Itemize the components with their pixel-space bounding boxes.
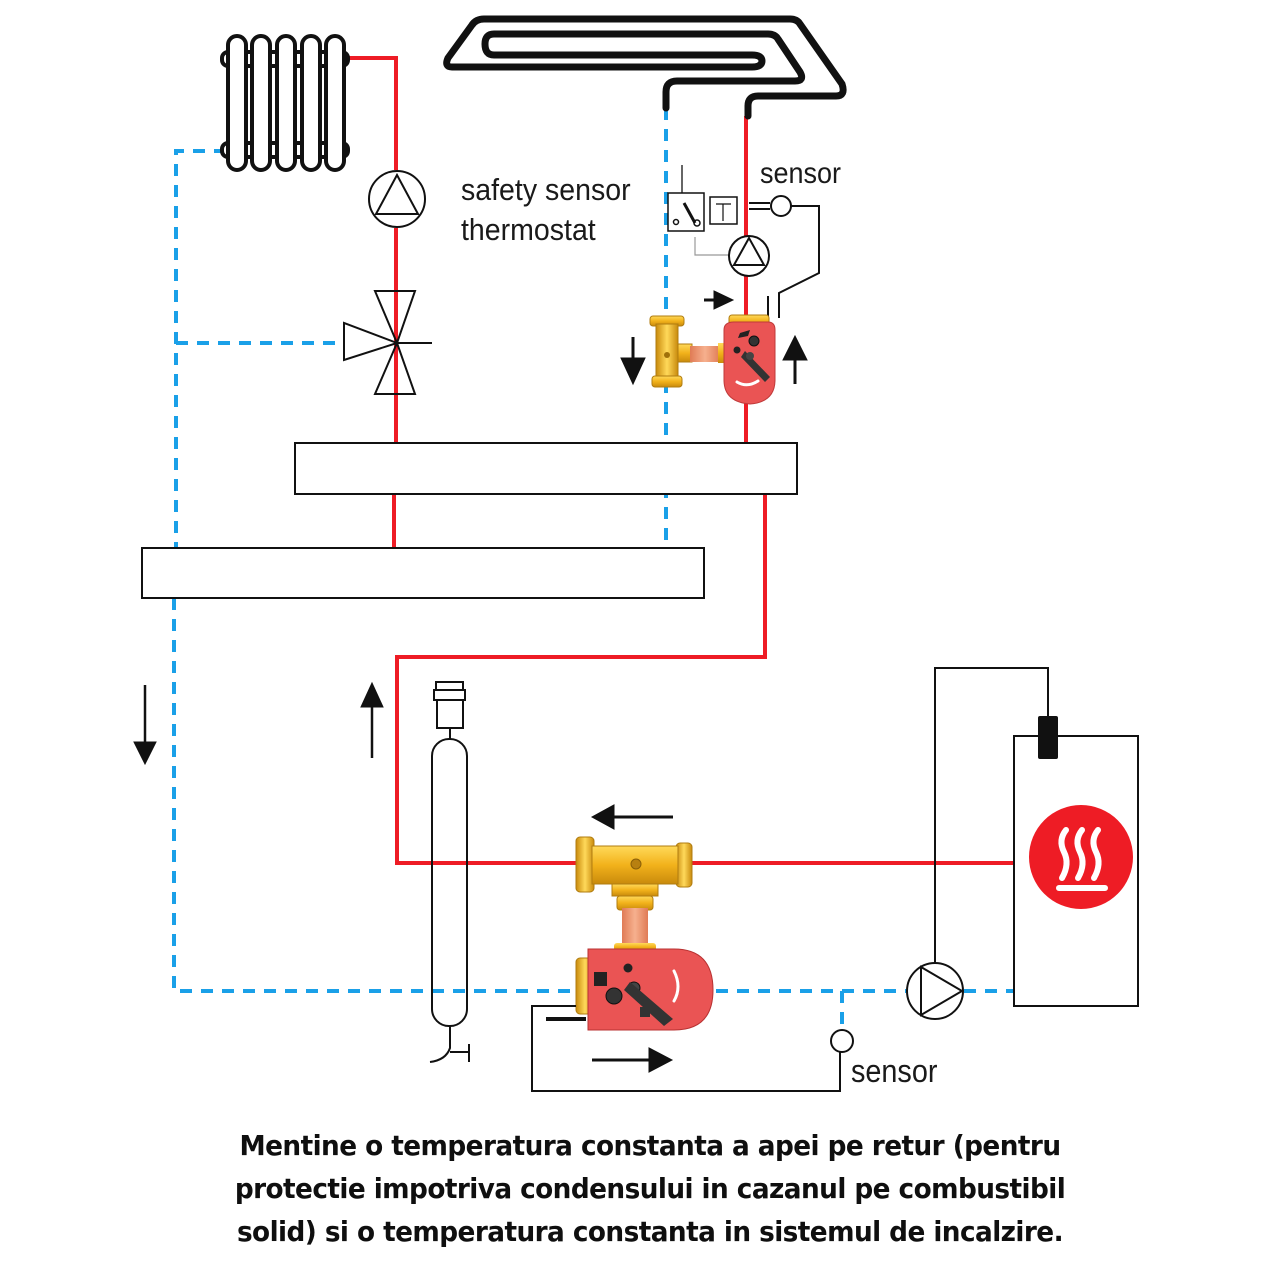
top-sensor-icon bbox=[749, 195, 820, 318]
safety-thermostat-switch-icon bbox=[667, 165, 728, 256]
radiator-icon bbox=[220, 34, 350, 172]
supply-line-radiator bbox=[344, 56, 398, 170]
return-line-radiator bbox=[174, 149, 226, 548]
radiator-pump-icon bbox=[368, 170, 426, 228]
arrow-up-riser-icon bbox=[360, 681, 384, 758]
safety-sensor-label-line1: safety sensor bbox=[461, 172, 631, 207]
supply-line-boiler-riser bbox=[395, 494, 767, 865]
arrow-right-bottom-icon bbox=[592, 1047, 674, 1073]
supply-manifold bbox=[294, 442, 798, 495]
heat-waves-icon bbox=[1029, 805, 1133, 909]
thermostat-t-icon bbox=[709, 196, 738, 225]
boiler-pump-icon bbox=[906, 962, 964, 1020]
three-way-valve-icon bbox=[343, 290, 432, 395]
bottom-mixing-valve-icon bbox=[546, 836, 714, 1031]
top-mixing-valve-icon bbox=[649, 314, 776, 405]
caption-line-1: Mentine o temperatura constanta a apei p… bbox=[239, 1129, 1061, 1162]
diagram-caption: Mentine o temperatura constanta a apei p… bbox=[140, 1124, 1160, 1253]
floor-pump-icon bbox=[728, 235, 770, 277]
supply-lines bbox=[344, 56, 1014, 865]
underfloor-loop-icon bbox=[443, 15, 847, 120]
hydraulic-separator-icon bbox=[429, 681, 470, 1063]
caption-line-2: protectie impotriva condensului in cazan… bbox=[234, 1172, 1066, 1205]
arrow-left-icon bbox=[590, 804, 673, 830]
return-manifold bbox=[141, 547, 705, 599]
bottom-sensor-wiring bbox=[531, 1005, 854, 1092]
boiler-controller-icon bbox=[1038, 716, 1058, 759]
safety-sensor-label-line2: thermostat bbox=[461, 212, 596, 247]
arrow-right-icon bbox=[704, 290, 735, 310]
caption-line-3: solid) si o temperatura constanta in sis… bbox=[236, 1215, 1064, 1248]
top-sensor-label: sensor bbox=[760, 157, 842, 190]
bottom-sensor-label: sensor bbox=[851, 1053, 938, 1089]
return-line-main bbox=[172, 598, 578, 993]
arrow-down-icon bbox=[620, 337, 646, 386]
top-flow-arrows bbox=[620, 290, 808, 386]
boiler-control-wire bbox=[934, 667, 1049, 963]
safety-sensor-thermostat-label: safety sensor thermostat bbox=[461, 170, 631, 250]
arrow-up-icon bbox=[782, 334, 808, 384]
arrow-down-left-icon bbox=[133, 685, 157, 766]
